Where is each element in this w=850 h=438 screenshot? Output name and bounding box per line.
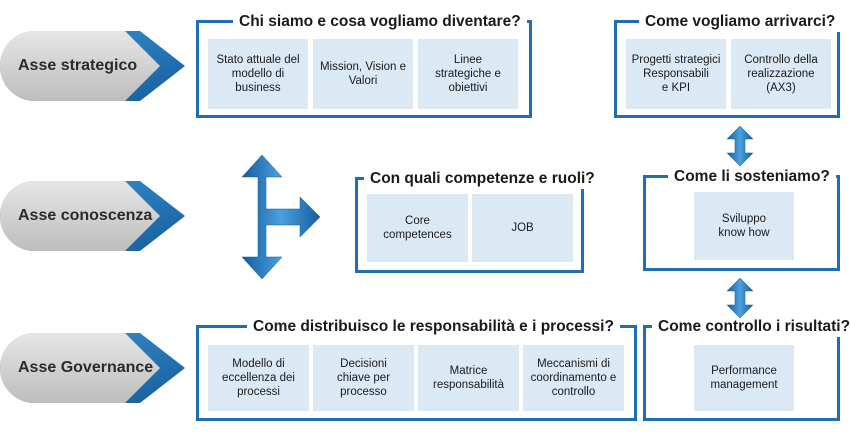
axis-strategico-shape	[0, 31, 185, 101]
cell-performance-management: Performance management	[694, 345, 794, 411]
frame-competenze-title: Con quali competenze e ruoli?	[364, 169, 601, 189]
frame-chi-siamo-title: Chi siamo e cosa vogliamo diventare?	[233, 12, 527, 32]
cell-meccanismi-coordinamento: Meccanismi di coordinamento e controllo	[523, 345, 624, 411]
frame-responsabilita-title: Come distribuisco le responsabilità e i …	[247, 317, 620, 337]
frame-sosteniamo: Come li sosteniamo? Sviluppo know how	[643, 167, 840, 271]
axis-governance: Asse Governance	[0, 333, 190, 403]
axis-conoscenza-shape	[0, 181, 185, 251]
axis-strategico: Asse strategico	[0, 31, 190, 101]
axis-strategico-label: Asse strategico	[18, 57, 138, 74]
double-arrow-bottom-icon	[727, 278, 753, 318]
cell-linee-strategiche: Linee strategiche e obiettivi	[418, 39, 518, 109]
frame-responsabilita: Come distribuisco le responsabilità e i …	[196, 317, 637, 421]
cell-modello-eccellenza: Modello di eccellenza dei processi	[208, 345, 309, 411]
axis-governance-label: Asse Governance	[18, 359, 154, 376]
frame-come-arrivarci-title: Come vogliamo arrivarci?	[639, 12, 842, 32]
frame-controllo-title: Come controllo i risultati?	[652, 317, 850, 337]
cell-core-competences: Core competences	[367, 194, 468, 262]
cell-stato-attuale: Stato attuale del modello di business	[208, 39, 308, 109]
axis-conoscenza-label: Asse conoscenza	[18, 207, 153, 224]
frame-sosteniamo-title: Come li sosteniamo?	[668, 167, 836, 187]
cell-progetti-strategici: Progetti strategici Responsabili e KPI	[626, 39, 726, 109]
frame-come-arrivarci: Come vogliamo arrivarci? Progetti strate…	[614, 12, 842, 118]
cell-job: JOB	[472, 194, 573, 262]
axis-conoscenza: Asse conoscenza	[0, 181, 190, 251]
t-arrow-icon	[241, 155, 321, 279]
frame-controllo: Come controllo i risultati? Performance …	[643, 317, 850, 421]
axis-governance-shape	[0, 333, 185, 403]
cell-matrice-responsabilita: Matrice responsabilità	[418, 345, 519, 411]
cell-controllo-realizzazione: Controllo della realizzazione (AX3)	[731, 39, 831, 109]
double-arrow-top-icon	[727, 126, 753, 166]
frame-competenze: Con quali competenze e ruoli? Core compe…	[355, 169, 601, 273]
cell-mission-vision: Mission, Vision e Valori	[313, 39, 413, 109]
frame-chi-siamo: Chi siamo e cosa vogliamo diventare? Sta…	[196, 12, 532, 118]
cell-sviluppo-know-how: Sviluppo know how	[694, 192, 794, 260]
cell-decisioni-chiave: Decisioni chiave per processo	[313, 345, 414, 411]
